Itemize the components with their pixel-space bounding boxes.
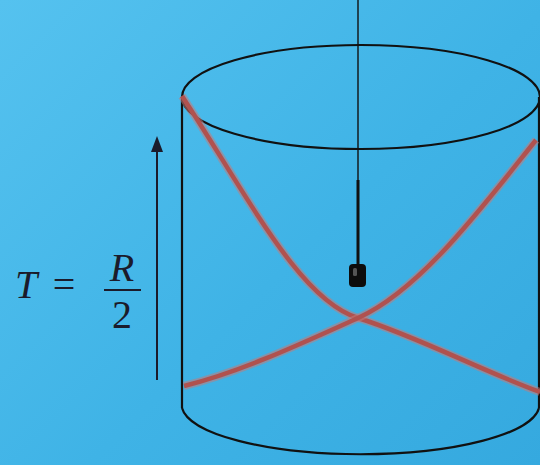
arrow-head (151, 136, 163, 152)
cylinder-side (181, 97, 183, 408)
hanging-weight (349, 264, 366, 287)
cylinder-bottom (182, 408, 539, 454)
light-cone-curve (184, 140, 536, 386)
equation-sign: = (53, 265, 76, 305)
hanging-string (357, 180, 360, 268)
light-cone-curve (182, 96, 540, 392)
equation-symbol: R (110, 248, 134, 288)
time-arrow (156, 148, 158, 380)
cylinder-top (182, 45, 540, 149)
fraction-bar (104, 289, 141, 291)
light-cone-curve (184, 140, 536, 386)
light-cone-curve (182, 96, 540, 392)
weight-highlight (353, 268, 357, 276)
equation-symbol: T (15, 265, 37, 305)
hanging-string (357, 0, 358, 268)
equation-symbol: 2 (112, 295, 132, 335)
cylinder-side (538, 97, 540, 408)
